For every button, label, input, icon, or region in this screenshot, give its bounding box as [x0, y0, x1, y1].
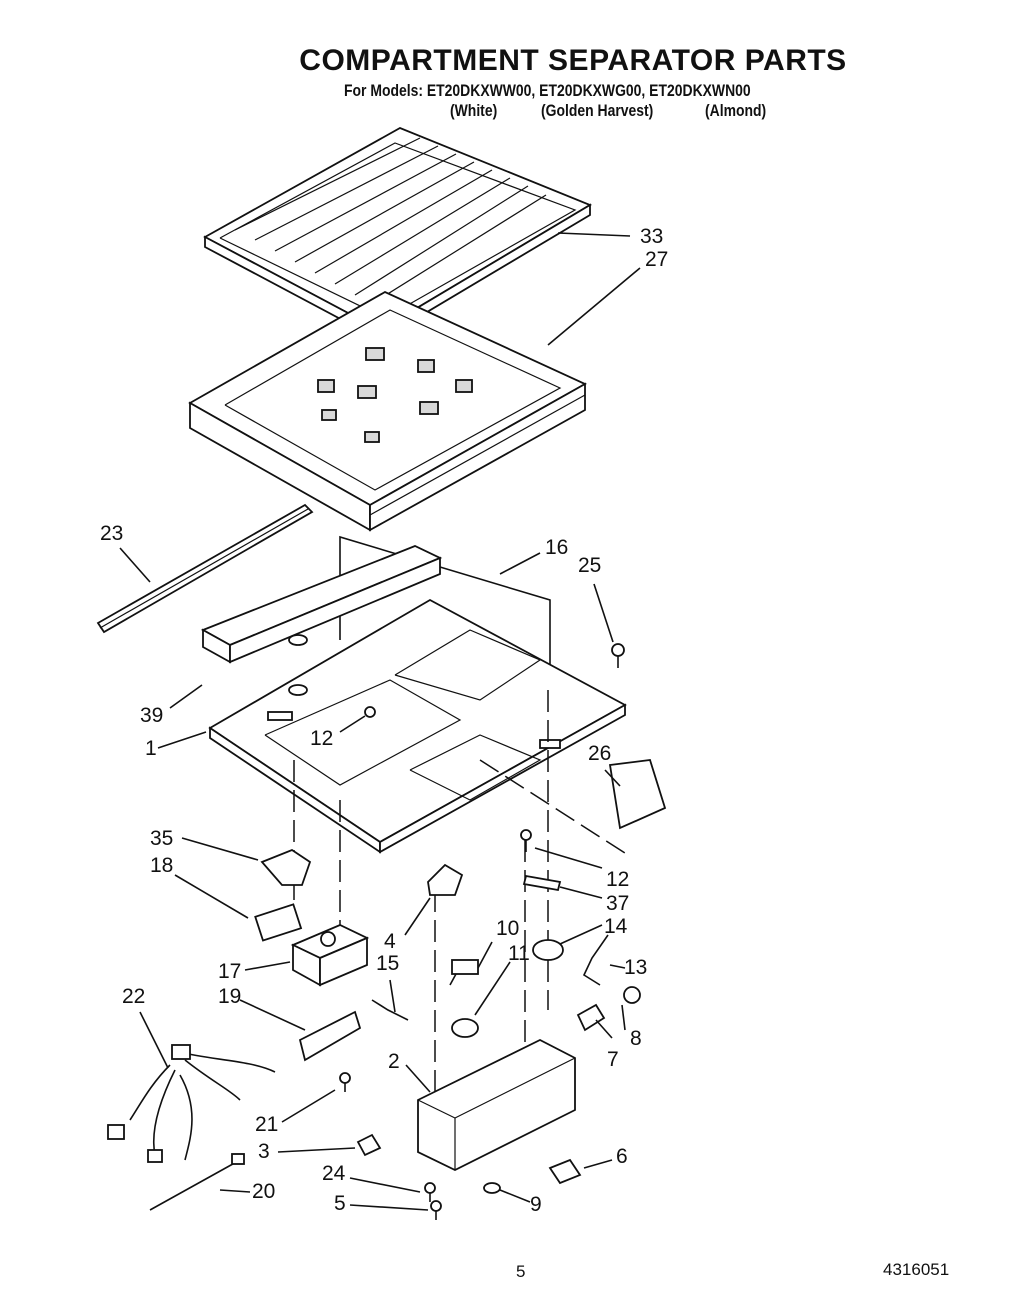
callout-15: 15 — [376, 952, 399, 975]
callout-19: 19 — [218, 985, 241, 1008]
page-number: 5 — [516, 1262, 526, 1281]
part-9-nut — [483, 1182, 501, 1194]
callout-26: 26 — [588, 742, 611, 765]
part-18-gasket — [254, 903, 303, 942]
callout-4: 4 — [384, 930, 396, 953]
part-10-switch — [449, 959, 479, 986]
part-5-screw — [430, 1200, 442, 1220]
callout-17: 17 — [218, 960, 241, 983]
part-3-clip — [356, 1133, 382, 1157]
part-25-screw — [611, 643, 625, 668]
part-24-screw — [424, 1182, 436, 1202]
callout-14: 14 — [604, 915, 628, 938]
part-39-duct — [200, 545, 443, 664]
callout-12-top: 12 — [310, 727, 333, 750]
callout-3: 3 — [258, 1140, 270, 1163]
callout-33: 33 — [640, 225, 663, 248]
part-1-tray — [208, 598, 627, 854]
part-6-connector — [548, 1158, 582, 1185]
variant-golden-harvest: (Golden Harvest) — [541, 101, 654, 120]
callout-6: 6 — [616, 1145, 628, 1168]
part-19-bracket — [298, 1010, 362, 1062]
callout-13: 13 — [624, 956, 647, 979]
callout-37: 37 — [606, 892, 629, 915]
callout-35: 35 — [150, 827, 173, 850]
part-27-frame — [188, 290, 587, 532]
part-17-control-housing — [290, 924, 370, 987]
part-33-grille — [203, 127, 593, 342]
page-title: COMPARTMENT SEPARATOR PARTS — [299, 44, 847, 77]
part-26-cover — [608, 759, 667, 830]
part-7-socket — [576, 1003, 606, 1032]
part-15-tube — [371, 999, 409, 1021]
callout-20: 20 — [252, 1180, 275, 1203]
callout-9: 9 — [530, 1193, 542, 1216]
leader-lines — [119, 232, 641, 1211]
callout-22: 22 — [122, 985, 145, 1008]
part-23-strip — [96, 503, 314, 634]
part-11-knob — [451, 1018, 479, 1038]
part-37-clip — [522, 874, 562, 892]
variant-almond: (Almond) — [705, 101, 767, 120]
callout-5: 5 — [334, 1192, 346, 1215]
part-2-bracket — [417, 1038, 576, 1172]
callout-23: 23 — [100, 522, 123, 545]
callout-10: 10 — [496, 917, 519, 940]
part-21-screw — [339, 1072, 351, 1092]
callout-27: 27 — [645, 248, 668, 271]
variant-white: (White) — [450, 101, 498, 120]
part-8-bulb — [623, 986, 641, 1004]
part-12-screw — [520, 829, 532, 852]
part-14-grommet — [532, 939, 564, 961]
callout-2: 2 — [388, 1050, 400, 1073]
part-13-tube — [582, 934, 609, 986]
callout-39: 39 — [140, 704, 163, 727]
part-4-motor — [427, 863, 464, 896]
callout-18: 18 — [150, 854, 173, 877]
part-20-wire — [149, 1153, 245, 1211]
callout-16: 16 — [545, 536, 568, 559]
callout-12-right: 12 — [606, 868, 629, 891]
part-35-bracket — [260, 848, 312, 886]
callout-8: 8 — [630, 1027, 642, 1050]
callout-25: 25 — [578, 554, 601, 577]
part-22-wire-harness — [107, 1044, 276, 1163]
callout-24: 24 — [322, 1162, 346, 1185]
callout-11: 11 — [508, 942, 530, 965]
models-line: For Models: ET20DKXWW00, ET20DKXWG00, ET… — [344, 81, 751, 100]
callout-7: 7 — [607, 1048, 619, 1071]
callout-1: 1 — [145, 737, 157, 760]
document-number: 4316051 — [883, 1260, 950, 1279]
callout-21: 21 — [255, 1113, 278, 1136]
